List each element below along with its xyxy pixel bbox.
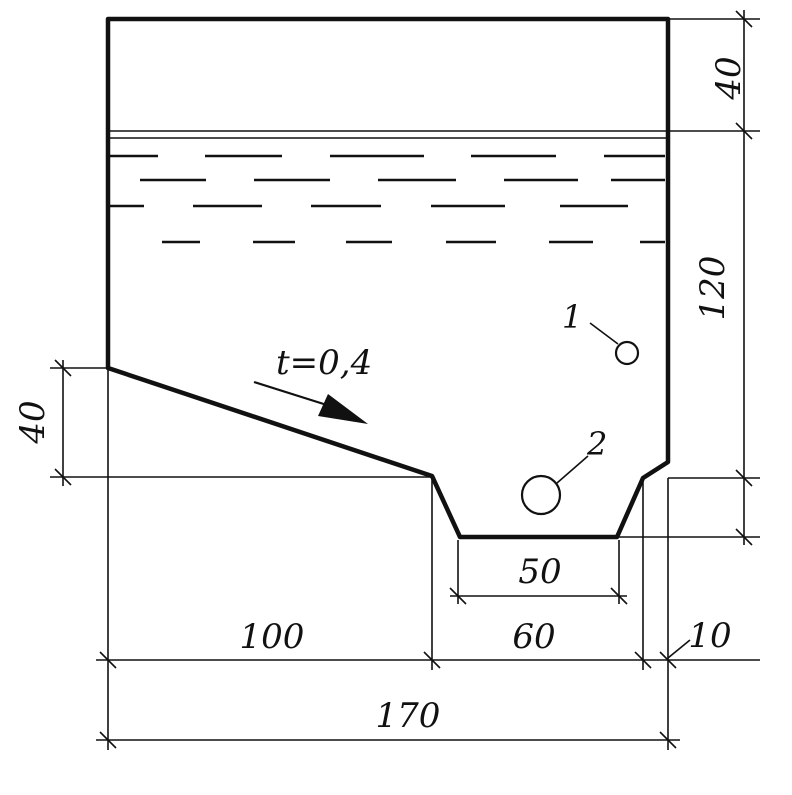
dim-bottom-width: 50 [518, 552, 561, 592]
dim-width-middle: 60 [512, 617, 555, 657]
point-2-label: 2 [586, 425, 607, 463]
water-hatching [110, 154, 665, 244]
dim-width-right: 10 [688, 616, 731, 656]
point-1-leader [589, 322, 619, 345]
dim-width-left: 100 [240, 617, 305, 657]
slope-arrow [253, 380, 368, 424]
horizontal-dimension-lines [96, 370, 760, 750]
point-2-leader [556, 455, 589, 484]
slope-label: t=0,4 [276, 343, 372, 383]
left-dimension-lines [50, 359, 432, 486]
point-1-circle [614, 340, 640, 366]
dim-top-height: 40 [709, 56, 749, 100]
tank-outline [105, 16, 671, 540]
dim-water-height: 120 [693, 256, 733, 321]
right-dimension-lines [617, 10, 760, 546]
dim-left-height: 40 [13, 400, 53, 444]
point-1-label: 1 [562, 298, 582, 336]
bottom-width-dimension [449, 540, 628, 605]
dim-total-width: 170 [376, 696, 441, 736]
point-2-circle [520, 474, 562, 516]
total-width-dimension [96, 731, 680, 749]
